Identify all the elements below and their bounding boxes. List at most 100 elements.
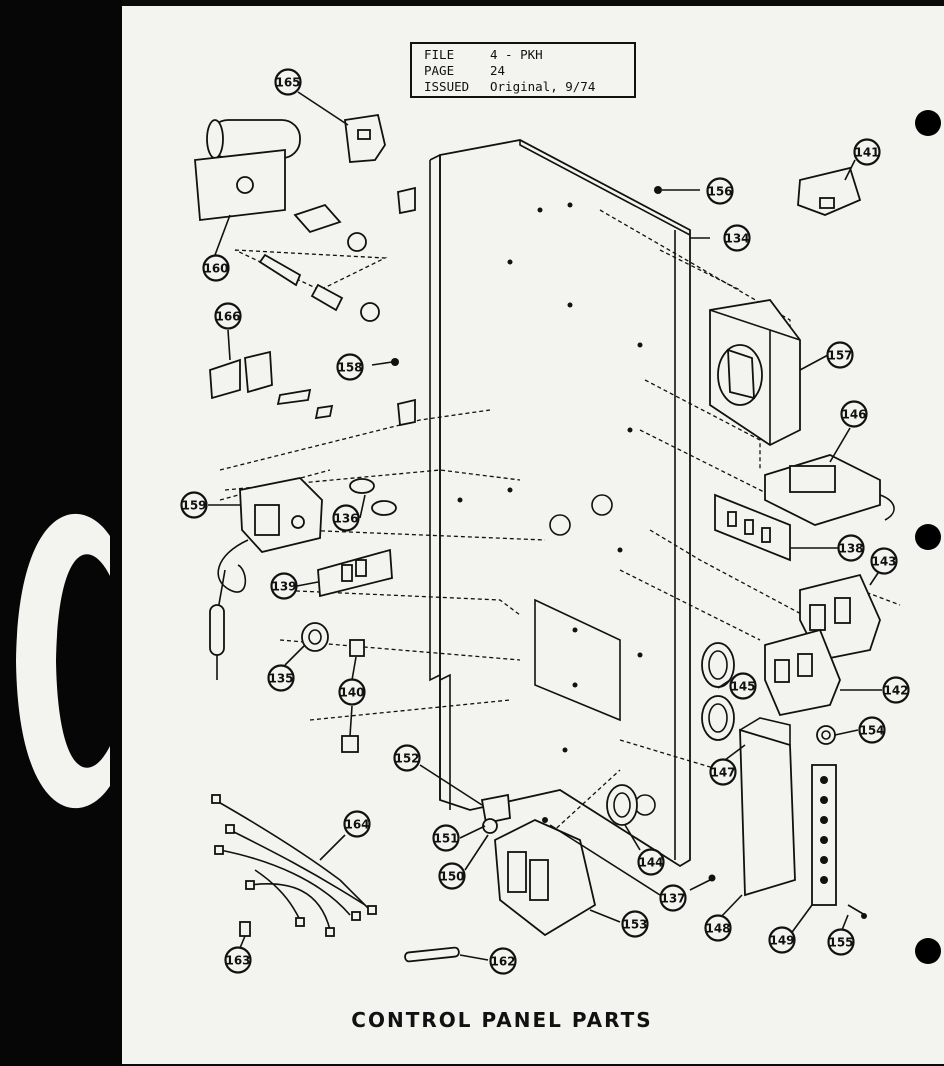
callout-number: 166	[215, 310, 240, 324]
callout-number: 135	[268, 672, 293, 686]
callout-number: 150	[439, 870, 464, 884]
part-switch-actuator	[209, 350, 334, 420]
callout-circle	[180, 491, 208, 519]
part-square-clips	[341, 639, 365, 753]
callout-circle	[438, 862, 466, 890]
part-screw-137	[689, 874, 716, 891]
file-label: FILE	[424, 47, 455, 62]
callout-number: 157	[827, 349, 852, 363]
callout-146: 146	[840, 400, 868, 428]
callout-circle	[723, 224, 751, 252]
callout-number: 146	[841, 408, 866, 422]
callout-circle	[270, 572, 298, 600]
part-thermostat	[209, 477, 323, 680]
callout-circle	[336, 353, 364, 381]
part-screw-bottom	[847, 904, 867, 919]
callout-number: 156	[707, 185, 732, 199]
callout-number: 163	[225, 954, 250, 968]
callout-circle	[706, 177, 734, 205]
punch-hole-middle	[915, 524, 941, 550]
callout-138: 138	[837, 534, 865, 562]
callout-number: 134	[724, 232, 749, 246]
callout-143: 143	[870, 547, 898, 575]
callout-circle	[489, 947, 517, 975]
callout-labels: 1651411561341601661571581461591361381431…	[180, 68, 910, 975]
callout-134: 134	[723, 224, 751, 252]
callout-166: 166	[214, 302, 242, 330]
part-bolt-163	[239, 921, 251, 937]
callout-number: 138	[838, 542, 863, 556]
callout-162: 162	[489, 947, 517, 975]
callout-149: 149	[768, 926, 796, 954]
callout-136: 136	[332, 504, 360, 532]
callout-number: 160	[203, 262, 228, 276]
callout-number: 140	[339, 686, 364, 700]
callout-137: 137	[659, 884, 687, 912]
callout-number: 143	[871, 555, 896, 569]
callout-157: 157	[826, 341, 854, 369]
callout-circle	[837, 534, 865, 562]
punch-hole-bottom	[915, 938, 941, 964]
callout-163: 163	[224, 946, 252, 974]
callout-number: 164	[344, 818, 369, 832]
part-wire-clips	[349, 478, 397, 516]
callout-number: 139	[271, 580, 296, 594]
page-label: PAGE	[424, 63, 455, 78]
callout-number: 147	[710, 766, 735, 780]
callout-155: 155	[827, 928, 855, 956]
callout-160: 160	[202, 254, 230, 282]
page-value: 24	[490, 63, 506, 78]
callout-circle	[214, 302, 242, 330]
callout-number: 152	[394, 752, 419, 766]
callout-145: 145	[729, 672, 757, 700]
callout-leaders	[208, 91, 882, 961]
callout-number: 159	[181, 499, 206, 513]
callout-147: 147	[709, 758, 737, 786]
part-terminal-strip	[714, 493, 791, 562]
callout-circle	[224, 946, 252, 974]
callout-circle	[267, 664, 295, 692]
callout-141: 141	[853, 138, 881, 166]
callout-164: 164	[343, 810, 371, 838]
callout-circle	[202, 254, 230, 282]
section-letter-c: C	[16, 513, 110, 809]
callout-number: 149	[769, 934, 794, 948]
callout-circle	[827, 928, 855, 956]
callout-circle	[393, 744, 421, 772]
callout-circle	[858, 716, 886, 744]
part-grommets	[701, 642, 735, 741]
callout-circle	[729, 672, 757, 700]
callout-number: 153	[622, 918, 647, 932]
callout-circle	[870, 547, 898, 575]
callout-number: 145	[730, 680, 755, 694]
callout-151: 151	[432, 824, 460, 852]
callout-140: 140	[338, 678, 366, 706]
part-relay	[797, 166, 862, 216]
callout-circle	[840, 400, 868, 428]
part-grommet-135	[301, 622, 329, 652]
callout-144: 144	[637, 848, 665, 876]
callout-circle	[853, 138, 881, 166]
callout-165: 165	[274, 68, 302, 96]
callout-circle	[826, 341, 854, 369]
callout-circle	[882, 676, 910, 704]
part-screw-top	[654, 186, 700, 194]
part-timer-knob-box	[709, 299, 801, 447]
callout-number: 162	[490, 955, 515, 969]
part-mounting-plate	[317, 548, 393, 598]
callout-number: 142	[883, 684, 908, 698]
part-panel-clips	[397, 186, 416, 427]
callout-circle	[621, 910, 649, 938]
callout-circle	[704, 914, 732, 942]
callout-circle	[709, 758, 737, 786]
part-bracket	[739, 717, 796, 897]
callout-number: 154	[859, 724, 884, 738]
callout-150: 150	[438, 862, 466, 890]
callout-156: 156	[706, 177, 734, 205]
callout-number: 165	[275, 76, 300, 90]
callout-number: 144	[638, 856, 663, 870]
callout-148: 148	[704, 914, 732, 942]
part-capacitor	[194, 119, 380, 322]
